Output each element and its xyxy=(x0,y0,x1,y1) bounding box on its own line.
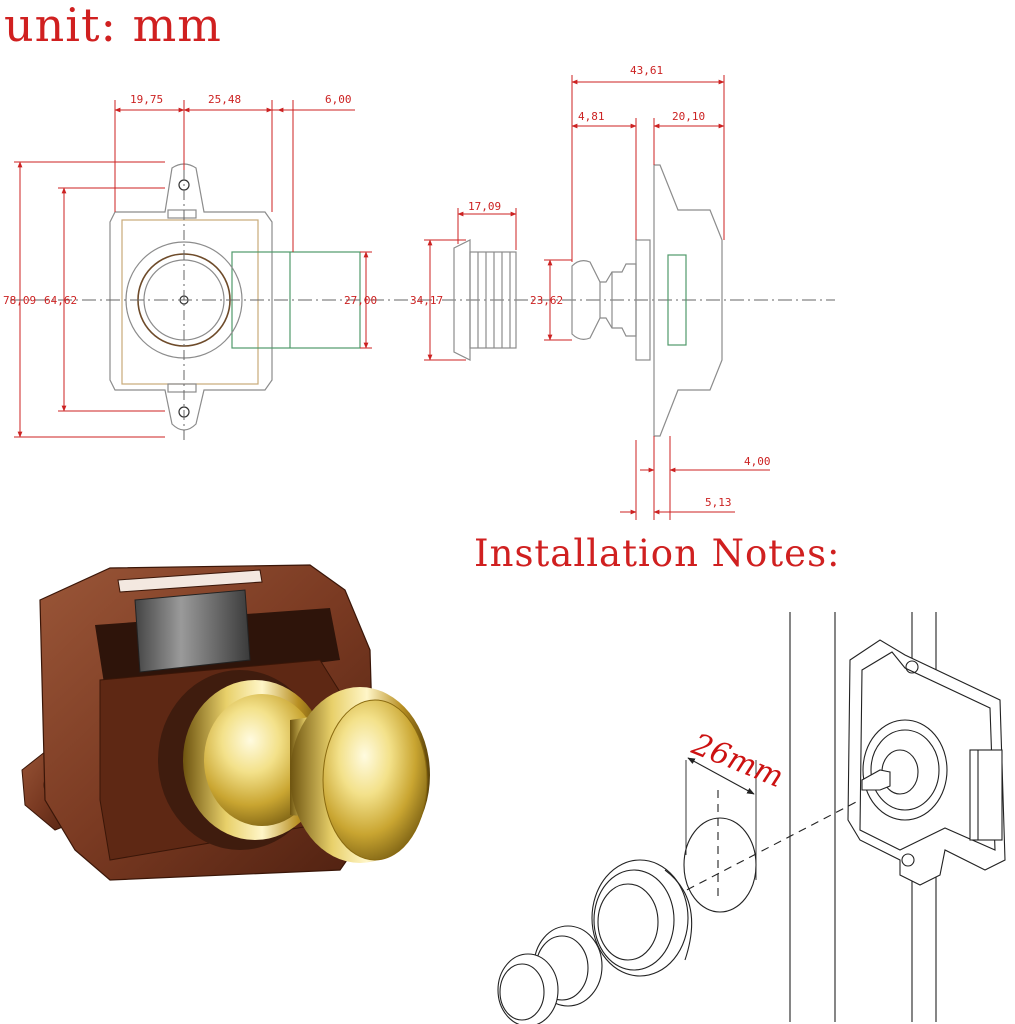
dim-17-09: 17,09 xyxy=(468,200,501,213)
dim-4-81: 4,81 xyxy=(578,110,605,123)
latch-side-view xyxy=(571,164,723,437)
nut-side-view xyxy=(453,239,517,361)
front-view xyxy=(109,163,361,431)
dim-5-13: 5,13 xyxy=(705,496,732,509)
dim-64-62: 64,62 xyxy=(44,294,77,307)
dim-6-00: 6,00 xyxy=(325,93,352,106)
dim-23-62: 23,62 xyxy=(530,294,563,307)
dim-20-10: 20,10 xyxy=(672,110,705,123)
dim-43-61: 43,61 xyxy=(630,64,663,77)
front-dimensions xyxy=(14,100,372,438)
nut-dimensions xyxy=(424,208,517,361)
dim-34-17: 34,17 xyxy=(410,294,443,307)
installation-notes-title: Installation Notes: xyxy=(474,532,841,575)
dim-25-48: 25,48 xyxy=(208,93,241,106)
installation-diagram xyxy=(497,612,1006,1024)
dim-4-00: 4,00 xyxy=(744,455,771,468)
dim-78-09: 78,09 xyxy=(3,294,36,307)
dim-27-00: 27,00 xyxy=(344,294,377,307)
product-photo xyxy=(21,564,430,881)
unit-label: unit: mm xyxy=(4,0,222,52)
dim-19-75: 19,75 xyxy=(130,93,163,106)
latch-dimensions xyxy=(544,75,770,520)
